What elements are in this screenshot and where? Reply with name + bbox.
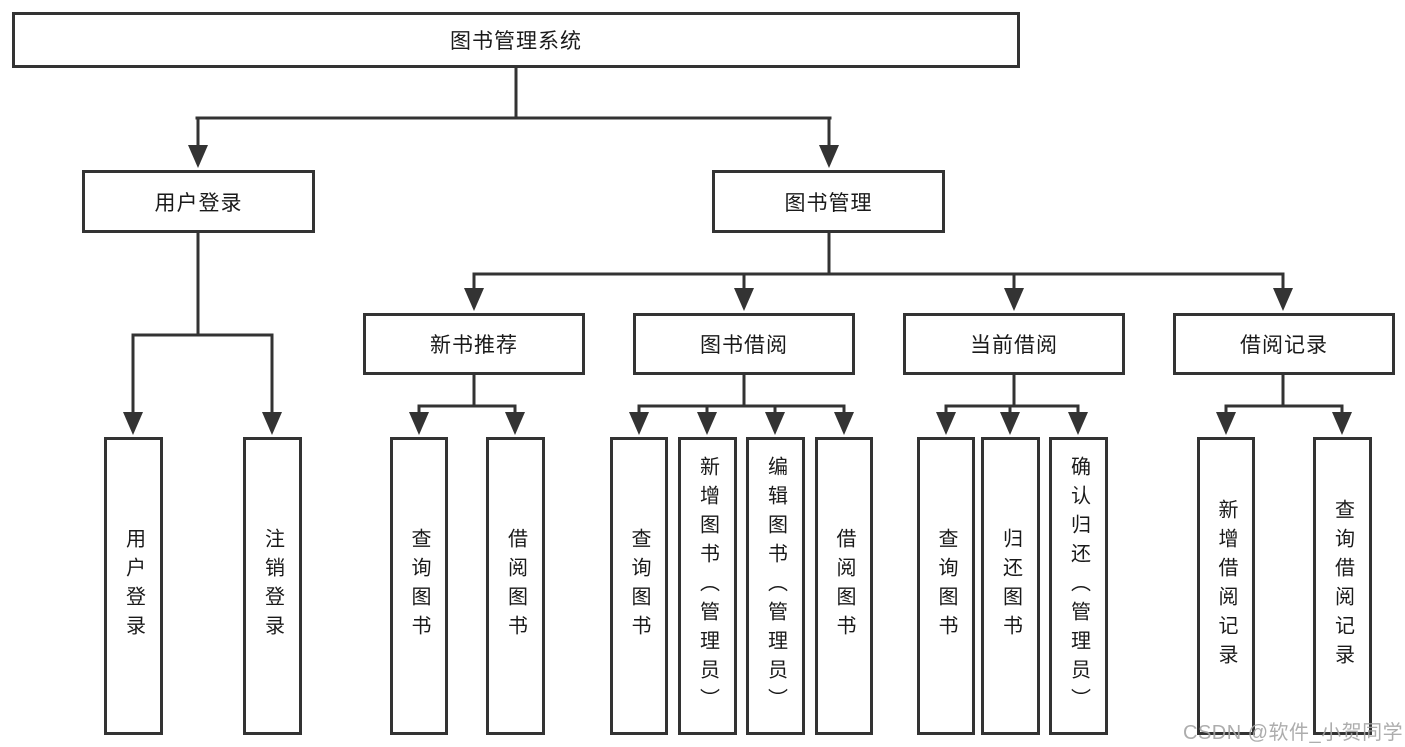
arrow-icon (1004, 288, 1024, 311)
arrow-icon (1068, 412, 1088, 435)
arrow-icon (697, 412, 717, 435)
arrow-icon (1216, 412, 1236, 435)
node-new-book-recommend: 新书推荐 (363, 313, 585, 375)
leaf-borrow-books-1: 借阅图书 (486, 437, 545, 735)
node-new-book-recommend-label: 新书推荐 (430, 334, 518, 357)
node-book-management: 图书管理 (712, 170, 945, 233)
node-book-borrowing: 图书借阅 (633, 313, 855, 375)
leaf-add-books-admin: 新增图书（管理员） (678, 437, 737, 735)
leaf-user-login-label: 用户登录 (122, 528, 145, 644)
arrow-icon (1000, 412, 1020, 435)
leaf-add-borrow-record: 新增借阅记录 (1197, 437, 1255, 735)
leaf-borrow-books-1-label: 借阅图书 (504, 528, 527, 644)
node-user-login: 用户登录 (82, 170, 315, 233)
arrow-icon (1332, 412, 1352, 435)
node-root-label: 图书管理系统 (450, 30, 582, 53)
leaf-borrow-books-2: 借阅图书 (815, 437, 873, 735)
arrowheads (123, 145, 1352, 435)
leaf-logout: 注销登录 (243, 437, 302, 735)
node-current-borrowing: 当前借阅 (903, 313, 1125, 375)
node-book-management-label: 图书管理 (784, 191, 873, 215)
leaf-add-borrow-record-label: 新增借阅记录 (1215, 499, 1237, 673)
leaf-query-books-3: 查询图书 (917, 437, 975, 735)
arrow-icon (464, 288, 484, 311)
arrow-icon (819, 145, 839, 168)
leaf-query-books-1: 查询图书 (390, 437, 448, 735)
leaf-logout-label: 注销登录 (261, 528, 284, 644)
arrow-icon (409, 412, 429, 435)
arrow-icon (765, 412, 785, 435)
arrow-icon (734, 288, 754, 311)
arrow-icon (262, 412, 282, 435)
leaf-query-borrow-record: 查询借阅记录 (1313, 437, 1372, 735)
arrow-icon (505, 412, 525, 435)
arrow-icon (834, 412, 854, 435)
leaf-borrow-books-2-label: 借阅图书 (833, 528, 855, 644)
leaf-query-books-2: 查询图书 (610, 437, 668, 735)
arrow-icon (188, 145, 208, 168)
leaf-confirm-return-admin-label: 确认归还（管理员） (1067, 455, 1090, 717)
node-root: 图书管理系统 (12, 12, 1020, 68)
arrow-icon (123, 412, 143, 435)
leaf-query-books-2-label: 查询图书 (628, 528, 650, 644)
watermark: CSDN @软件_小贺同学 (1183, 722, 1404, 744)
leaf-add-books-admin-label: 新增图书（管理员） (696, 455, 719, 717)
node-current-borrowing-label: 当前借阅 (970, 334, 1058, 357)
leaf-confirm-return-admin: 确认归还（管理员） (1049, 437, 1108, 735)
arrow-icon (936, 412, 956, 435)
node-book-borrowing-label: 图书借阅 (700, 334, 788, 357)
leaf-return-books-label: 归还图书 (999, 528, 1022, 644)
leaf-query-books-1-label: 查询图书 (408, 528, 430, 644)
arrow-icon (1273, 288, 1293, 311)
node-borrowing-records: 借阅记录 (1173, 313, 1395, 375)
leaf-user-login: 用户登录 (104, 437, 163, 735)
leaf-query-books-3-label: 查询图书 (935, 528, 957, 644)
leaf-query-borrow-record-label: 查询借阅记录 (1331, 499, 1354, 673)
leaf-edit-books-admin: 编辑图书（管理员） (746, 437, 805, 735)
node-borrowing-records-label: 借阅记录 (1240, 334, 1328, 357)
arrow-icon (629, 412, 649, 435)
node-user-login-label: 用户登录 (154, 191, 243, 215)
leaf-return-books: 归还图书 (981, 437, 1040, 735)
leaf-edit-books-admin-label: 编辑图书（管理员） (764, 455, 787, 717)
